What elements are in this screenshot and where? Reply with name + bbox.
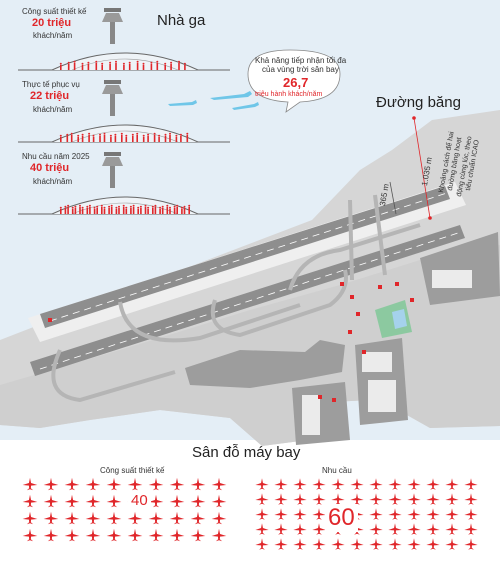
terminal-section-3 [18, 152, 230, 215]
runway-2-centerline [39, 231, 462, 370]
apron-demand-label: Nhu cầu [322, 466, 352, 475]
apron-design-label: Công suất thiết kế [100, 466, 165, 475]
airspace-unit: triệu hành khách/năm [255, 91, 323, 98]
apron-design-aircraft [22, 477, 227, 542]
tier-2-label: Thực tế phục vụ [22, 80, 80, 89]
terminal-section-2 [18, 80, 230, 143]
apron-demand-aircraft [255, 478, 478, 550]
required-distance-end-top [412, 116, 416, 120]
taxiways [51, 194, 421, 403]
airspace-line-1: Khả năng tiếp nhận tối đa [255, 56, 347, 65]
apron-design-value: 40 [128, 492, 151, 509]
apron-demand-value: 60 [325, 504, 358, 532]
terminal-cross-sections [18, 8, 230, 215]
terminal-heading: Nhà ga [157, 12, 206, 29]
runway-2 [30, 225, 465, 376]
tier-1-label: Công suất thiết kế [22, 7, 87, 16]
tier-2-unit: khách/năm [33, 105, 73, 114]
runway-1-centerline [49, 192, 448, 322]
tier-1-value: 20 triệu [32, 17, 72, 29]
tier-2-value: 22 triệu [30, 90, 70, 102]
apron-aircraft-grid [22, 477, 478, 550]
apron-heading: Sân đỗ máy bay [192, 444, 301, 461]
tier-3-unit: khách/năm [33, 177, 73, 186]
runway-heading: Đường băng [376, 94, 461, 111]
airspace-line-2: của vùng trời sân bay [262, 65, 339, 74]
required-distance-line [413, 117, 431, 219]
tier-3-value: 40 triệu [30, 162, 70, 174]
airspace-callout-bubble [247, 49, 341, 113]
water-feature [392, 309, 407, 329]
map-aircraft-markers [48, 282, 414, 402]
bottom-panel [0, 440, 500, 561]
tier-1-unit: khách/năm [33, 31, 73, 40]
terminal-roofs [302, 270, 472, 435]
required-distance-end-bottom [428, 216, 432, 220]
runway-1 [40, 186, 450, 328]
separation-marker-line [389, 181, 397, 215]
tier-3-label: Nhu cầu năm 2025 [22, 152, 90, 161]
airspace-value: 26,7 [283, 75, 309, 90]
terminal-section-1 [18, 8, 230, 71]
flying-planes [168, 91, 259, 110]
